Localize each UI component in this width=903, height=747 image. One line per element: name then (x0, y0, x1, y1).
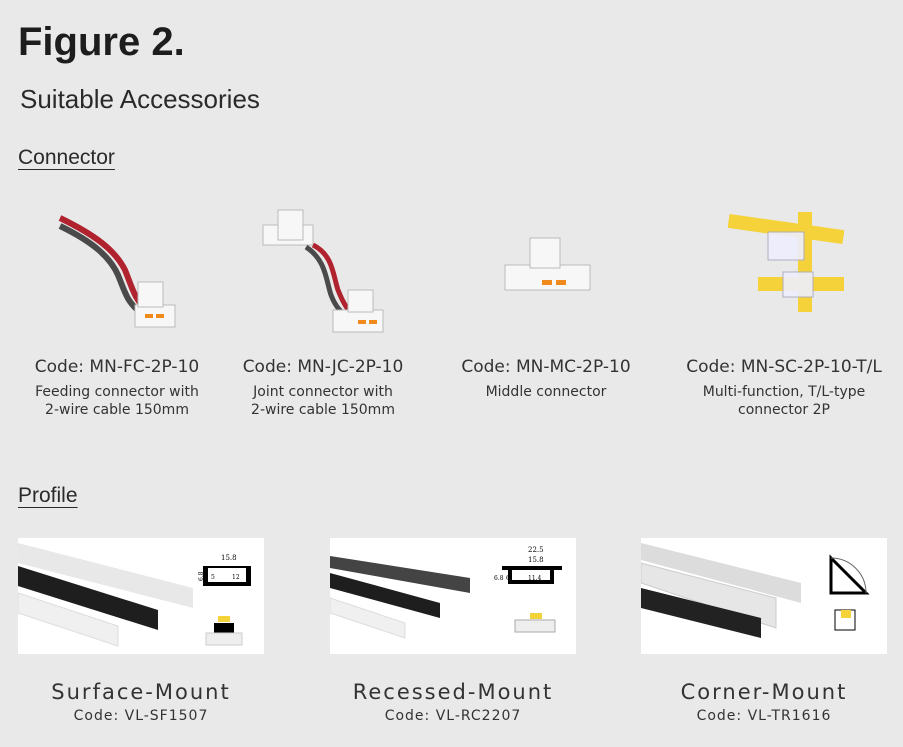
svg-text:12: 12 (232, 574, 240, 581)
connector-description: Middle connector (485, 384, 607, 400)
profile-code: Code: VL-RC2207 (384, 708, 522, 724)
middle-connector-image (504, 237, 591, 291)
svg-text:6.8: 6.8 (494, 575, 504, 582)
profile-code: Code: VL-SF1507 (73, 708, 209, 724)
figure-subtitle: Suitable Accessories (20, 84, 260, 114)
recessed-mount-image: 22.5 15.8 6.8 6 11.4 (330, 538, 576, 654)
connector-code: Code: MN-JC-2P-10 (242, 357, 404, 377)
connector-card: Code: MN-MC-2P-10 Middle connector (436, 357, 656, 401)
figure-title: Figure 2. (18, 20, 185, 64)
section-heading-profile: Profile (18, 484, 78, 507)
connector-code: Code: MN-FC-2P-10 (34, 357, 200, 377)
svg-text:5: 5 (211, 574, 215, 581)
svg-text:11.4: 11.4 (528, 575, 542, 582)
connector-code: Code: MN-MC-2P-10 (461, 357, 631, 377)
profile-name: Recessed-Mount (352, 680, 554, 704)
surface-mount-image: 15.8 6.8 5 12 (18, 538, 264, 654)
connector-code: Code: MN-SC-2P-10-T/L (686, 357, 882, 377)
svg-text:6: 6 (506, 575, 510, 582)
svg-text:6.8: 6.8 (198, 571, 205, 581)
svg-text:22.5: 22.5 (528, 546, 544, 554)
connector-card: Code: MN-FC-2P-10 Feeding connector with… (7, 357, 227, 419)
corner-mount-image (641, 538, 887, 654)
section-heading-connector: Connector (18, 146, 115, 169)
svg-text:15.8: 15.8 (221, 554, 237, 562)
connector-card: Code: MN-SC-2P-10-T/L Multi-function, T/… (674, 357, 894, 419)
profile-name: Corner-Mount (680, 680, 848, 704)
svg-text:15.8: 15.8 (528, 556, 544, 564)
joint-connector-image (262, 209, 384, 333)
profile-code: Code: VL-TR1616 (696, 708, 832, 724)
profile-name: Surface-Mount (51, 680, 231, 704)
feeding-connector-image (58, 215, 176, 328)
tl-connector-image (728, 212, 844, 312)
